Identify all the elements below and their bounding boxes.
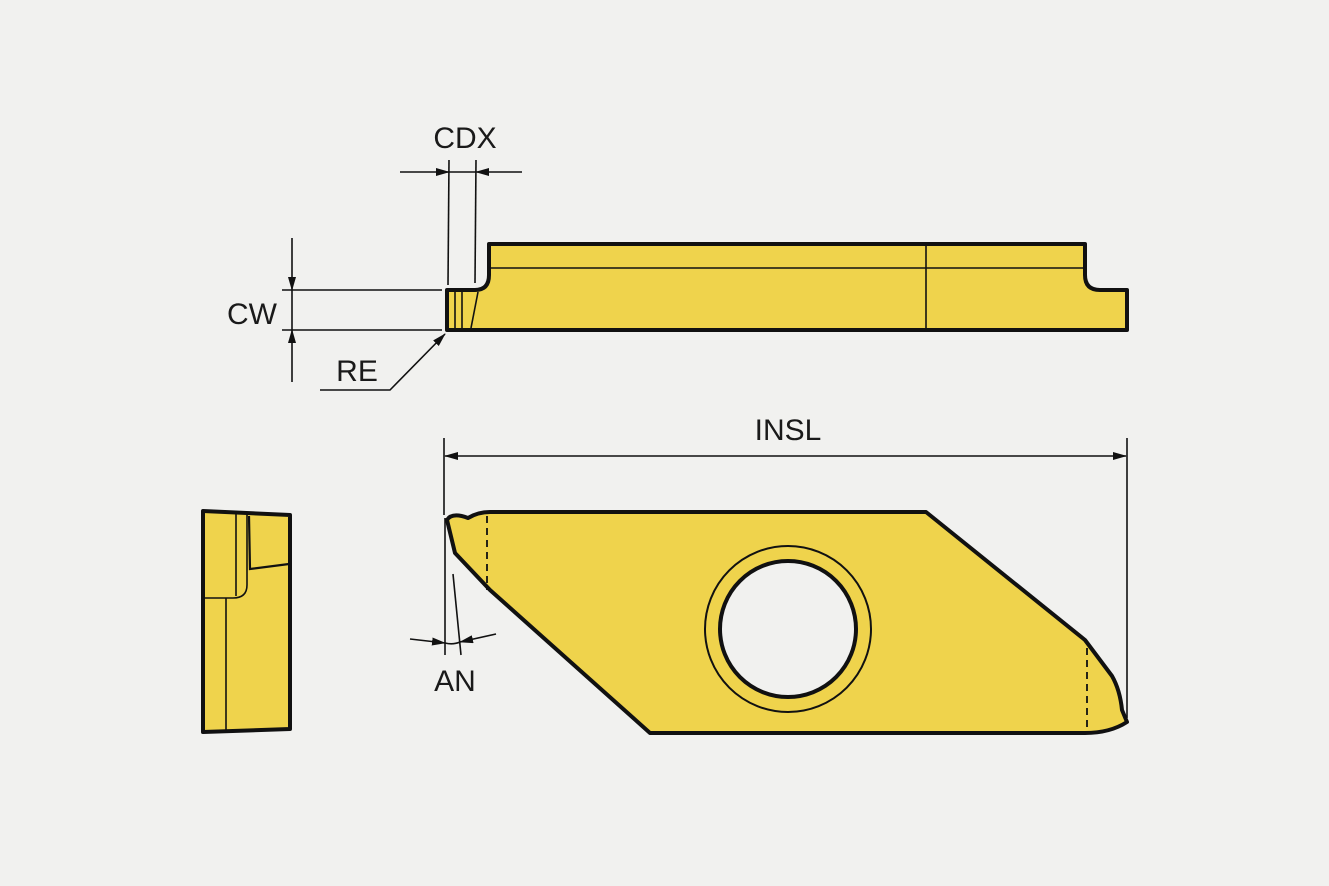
main-view-insert — [445, 510, 1129, 735]
re-label: RE — [336, 355, 378, 388]
mounting-hole — [718, 559, 858, 699]
top-view-insert — [445, 242, 1129, 332]
hole-ring — [704, 545, 872, 713]
an-label: AN — [434, 665, 476, 698]
insl-label: INSL — [755, 414, 822, 447]
insl-dimension: INSL — [443, 414, 1128, 718]
cdx-dimension: CDX — [400, 122, 522, 286]
cw-label: CW — [227, 298, 278, 331]
re-leader: RE — [320, 333, 446, 391]
an-dimension: AN — [409, 518, 497, 698]
cdx-label: CDX — [433, 122, 496, 155]
end-view-insert — [201, 509, 292, 734]
cw-dimension: CW — [227, 238, 442, 382]
